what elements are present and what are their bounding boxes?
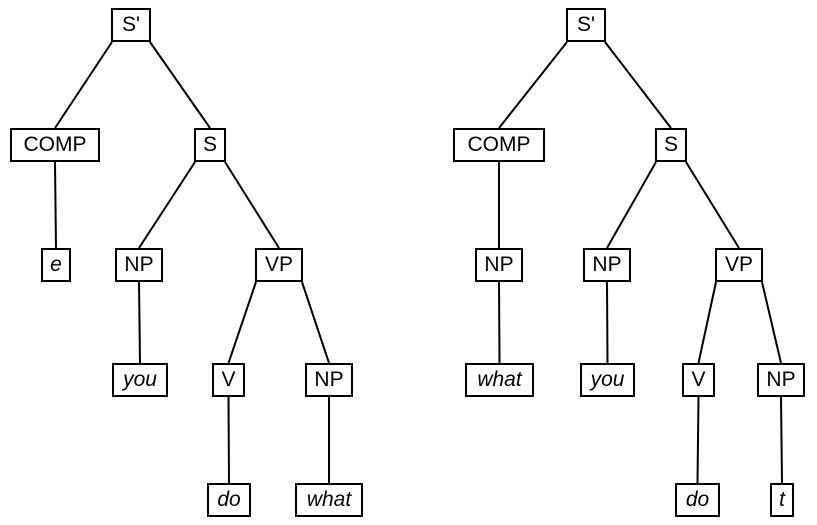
tree-edge [138, 161, 196, 249]
tree-edge [696, 396, 700, 484]
tree-edge [224, 161, 280, 249]
tree-node-comp: COMP [453, 128, 545, 162]
tree-edge [685, 161, 740, 249]
tree-node-sbar: S' [566, 8, 606, 42]
tree-node-np: NP [757, 363, 805, 397]
tree-edge [498, 41, 568, 129]
tree-node-np: NP [305, 363, 353, 397]
tree-node-you: you [580, 363, 635, 397]
tree-node-v: V [682, 363, 715, 397]
tree-node-e: e [41, 248, 71, 282]
tree-node-do: do [207, 483, 251, 517]
tree-node-t: t [770, 483, 794, 517]
tree-edge [54, 161, 57, 249]
tree-edge [227, 281, 257, 364]
tree-edge [138, 281, 141, 364]
tree-node-v: V [212, 363, 245, 397]
tree-node-s: S [655, 128, 687, 162]
tree-edge [498, 281, 501, 364]
tree-edge [761, 281, 782, 364]
tree-node-sbar: S' [111, 8, 151, 42]
tree-node-what: what [465, 363, 534, 397]
tree-node-do: do [675, 483, 720, 517]
tree-node-what: what [295, 483, 363, 517]
tree-node-comp: COMP [10, 128, 100, 162]
tree-node-np: NP [583, 248, 631, 282]
tree-edge [54, 41, 113, 129]
tree-node-s: S [194, 128, 226, 162]
tree-edge [301, 281, 330, 364]
tree-edge [604, 41, 672, 129]
tree-node-np: NP [475, 248, 523, 282]
tree-edge [227, 396, 230, 484]
tree-edge [697, 281, 717, 364]
tree-node-np: NP [115, 248, 163, 282]
tree-node-vp: VP [255, 248, 303, 282]
tree-edge [606, 161, 657, 249]
tree-edge [780, 396, 783, 484]
tree-node-you: you [112, 363, 168, 397]
tree-edge [149, 41, 211, 129]
tree-edge [606, 281, 609, 364]
tree-node-vp: VP [715, 248, 763, 282]
